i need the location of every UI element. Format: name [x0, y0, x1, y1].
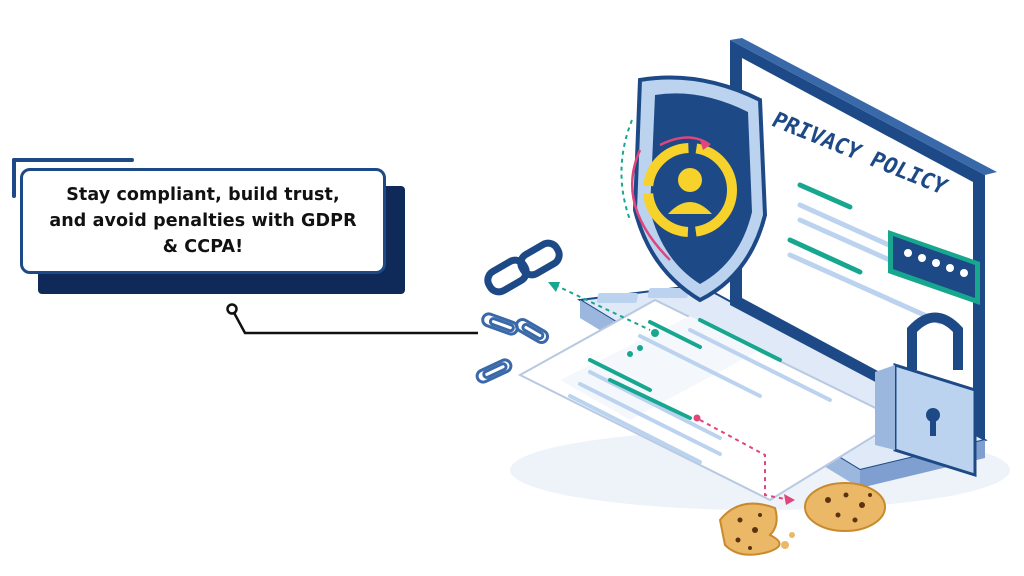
cookie-icon — [718, 482, 886, 556]
teal-arrow — [548, 282, 659, 357]
callout-accent-line — [12, 158, 134, 162]
chain-link-icon — [484, 239, 563, 296]
paperclip-icon — [475, 312, 550, 384]
pink-arrow — [693, 414, 795, 505]
user-icon — [668, 168, 712, 214]
callout-box: Stay compliant, build trust, and avoid p… — [20, 168, 386, 274]
shield-icon — [620, 75, 768, 303]
callout-text: Stay compliant, build trust, and avoid p… — [49, 185, 357, 257]
document-icon — [517, 298, 903, 502]
callout-accent-line-vertical — [12, 158, 16, 198]
password-dots-icon — [888, 230, 980, 305]
padlock-icon — [875, 312, 977, 478]
